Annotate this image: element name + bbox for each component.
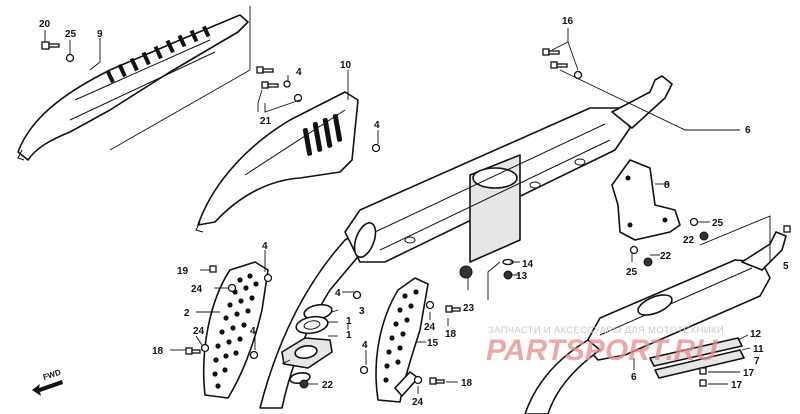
callout-6: 6 <box>631 372 637 383</box>
callout-16: 16 <box>562 16 574 27</box>
callout-24: 24 <box>412 397 424 408</box>
watermark-caption: ЗАПЧАСТИ И АКСЕССУАРЫ ДЛЯ МОТОТЕХНИКИ <box>488 325 724 336</box>
watermark-brand: PARTSPORT.RU <box>486 334 718 367</box>
callout-22: 22 <box>683 235 695 246</box>
callout-18: 18 <box>445 329 457 340</box>
callout-2: 2 <box>184 308 190 319</box>
callout-4: 4 <box>250 326 256 337</box>
callout-20: 20 <box>39 19 51 30</box>
callout-13: 13 <box>516 271 528 282</box>
callout-1: 1 <box>346 330 352 341</box>
callout-25: 25 <box>626 267 638 278</box>
callout-17: 17 <box>743 368 755 379</box>
callout-22: 22 <box>660 251 672 262</box>
callout-4: 4 <box>335 288 341 299</box>
fwd-label: FWD <box>42 368 62 382</box>
callout-6: 6 <box>745 125 751 136</box>
callout-7: 7 <box>754 356 760 367</box>
callout-15: 15 <box>427 338 439 349</box>
callout-24: 24 <box>193 326 205 337</box>
callout-4: 4 <box>262 241 268 252</box>
callout-4: 4 <box>374 120 380 131</box>
gasket-strip <box>649 337 745 379</box>
muffler-secondary <box>524 231 787 414</box>
exhaust-guard-left <box>202 261 269 399</box>
callout-1: 1 <box>346 316 352 327</box>
callout-4: 4 <box>362 340 368 351</box>
callout-8: 8 <box>664 180 670 191</box>
callout-3: 3 <box>359 306 365 317</box>
callout-18: 18 <box>152 346 164 357</box>
callout-25: 25 <box>65 29 77 40</box>
callout-21: 21 <box>260 116 272 127</box>
callout-11: 11 <box>753 344 764 355</box>
callout-9: 9 <box>97 29 103 40</box>
callout-18: 18 <box>461 378 473 389</box>
callout-14: 14 <box>522 259 534 270</box>
callout-12: 12 <box>750 329 762 340</box>
callout-17: 17 <box>731 380 743 391</box>
heat-shield-middle <box>195 91 359 233</box>
leader-lines <box>44 6 771 394</box>
hardware <box>41 41 791 389</box>
callout-23: 23 <box>463 303 475 314</box>
callout-24: 24 <box>191 284 203 295</box>
muffler-bracket <box>611 159 681 241</box>
forward-direction-indicator: FWD <box>32 368 63 396</box>
callout-19: 19 <box>177 266 189 277</box>
callout-5: 5 <box>783 261 789 272</box>
exhaust-flange-assembly <box>281 303 333 385</box>
callout-labels: 20 25 9 10 4 21 4 16 6 8 25 22 22 25 5 1… <box>39 16 789 408</box>
callout-22: 22 <box>322 380 334 391</box>
callout-24: 24 <box>424 322 436 333</box>
callout-10: 10 <box>340 60 352 71</box>
callout-25: 25 <box>712 218 724 229</box>
watermark: ЗАПЧАСТИ И АКСЕССУАРЫ ДЛЯ МОТОТЕХНИКИ PA… <box>486 325 724 367</box>
heat-shield-upper <box>17 14 249 161</box>
callout-4: 4 <box>296 67 302 78</box>
